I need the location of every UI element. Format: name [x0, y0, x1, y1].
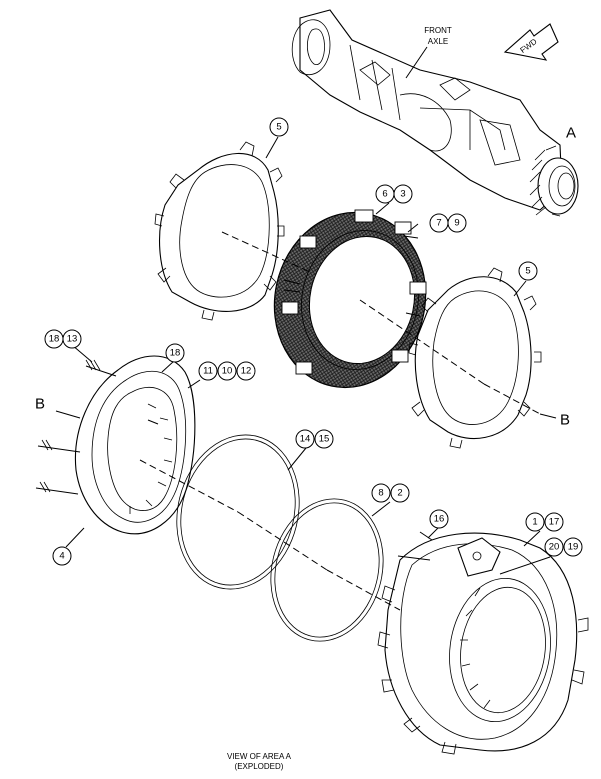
svg-text:18: 18 — [170, 348, 181, 359]
callout-10: 10 — [217, 361, 237, 381]
callout-4: 4 — [52, 546, 72, 566]
front-axle-assembly: FRONT AXLE FWD A — [291, 9, 579, 217]
svg-text:18: 18 — [49, 334, 60, 345]
svg-text:4: 4 — [59, 551, 64, 562]
svg-text:8: 8 — [378, 488, 383, 499]
svg-text:12: 12 — [241, 366, 252, 377]
callout-9: 9 — [447, 213, 467, 233]
callout-18-right: 18 — [165, 343, 185, 363]
callout-1: 1 — [525, 512, 545, 532]
callout-11: 11 — [198, 361, 218, 381]
svg-text:17: 17 — [549, 517, 560, 528]
callout-15: 15 — [314, 429, 334, 449]
callout-7: 7 — [429, 213, 449, 233]
front-axle-label-line2: AXLE — [428, 37, 448, 46]
callout-5-right: 5 — [518, 261, 538, 281]
seal-ring-small — [270, 498, 384, 642]
callout-6: 6 — [375, 184, 395, 204]
svg-text:16: 16 — [434, 514, 445, 525]
caption-line1: VIEW OF AREA A — [227, 752, 292, 761]
svg-text:6: 6 — [382, 189, 387, 200]
svg-text:1: 1 — [532, 517, 537, 528]
separator-plate-right — [408, 267, 542, 449]
callout-14: 14 — [295, 429, 315, 449]
callout-3: 3 — [393, 184, 413, 204]
callout-19: 19 — [563, 537, 583, 557]
section-b-label-left: B — [35, 396, 45, 413]
svg-text:7: 7 — [436, 218, 441, 229]
callout-13: 13 — [62, 329, 82, 349]
piston-housing — [35, 355, 196, 535]
friction-disc-tabs — [281, 209, 427, 375]
callout-17: 17 — [544, 512, 564, 532]
svg-text:15: 15 — [319, 434, 330, 445]
svg-text:11: 11 — [203, 366, 213, 377]
svg-text:14: 14 — [300, 434, 311, 445]
front-axle-label-line1: FRONT — [424, 26, 452, 35]
callout-18-left: 18 — [44, 329, 64, 349]
callout-8: 8 — [371, 483, 391, 503]
svg-text:10: 10 — [222, 366, 233, 377]
area-a-label: A — [566, 125, 576, 142]
caption-line2: (EXPLODED) — [235, 762, 284, 771]
callout-leaders — [55, 136, 557, 575]
assembly-centerlines — [139, 231, 543, 611]
callout-5-left: 5 — [269, 117, 289, 137]
svg-text:20: 20 — [549, 542, 560, 553]
svg-text:2: 2 — [397, 488, 402, 499]
svg-text:5: 5 — [525, 266, 530, 277]
forward-arrow-icon: FWD — [503, 23, 559, 61]
section-b-label-right: B — [560, 412, 570, 429]
callout-20: 20 — [544, 537, 564, 557]
svg-text:5: 5 — [276, 122, 281, 133]
svg-text:13: 13 — [67, 334, 78, 345]
svg-text:19: 19 — [568, 542, 579, 553]
friction-disc-pack — [273, 209, 427, 389]
separator-plate-left — [154, 141, 285, 321]
svg-text:3: 3 — [400, 189, 405, 200]
callout-2: 2 — [390, 483, 410, 503]
callout-12: 12 — [236, 361, 256, 381]
hub-carrier — [377, 531, 589, 755]
svg-text:9: 9 — [454, 218, 459, 229]
callout-16: 16 — [429, 509, 449, 529]
